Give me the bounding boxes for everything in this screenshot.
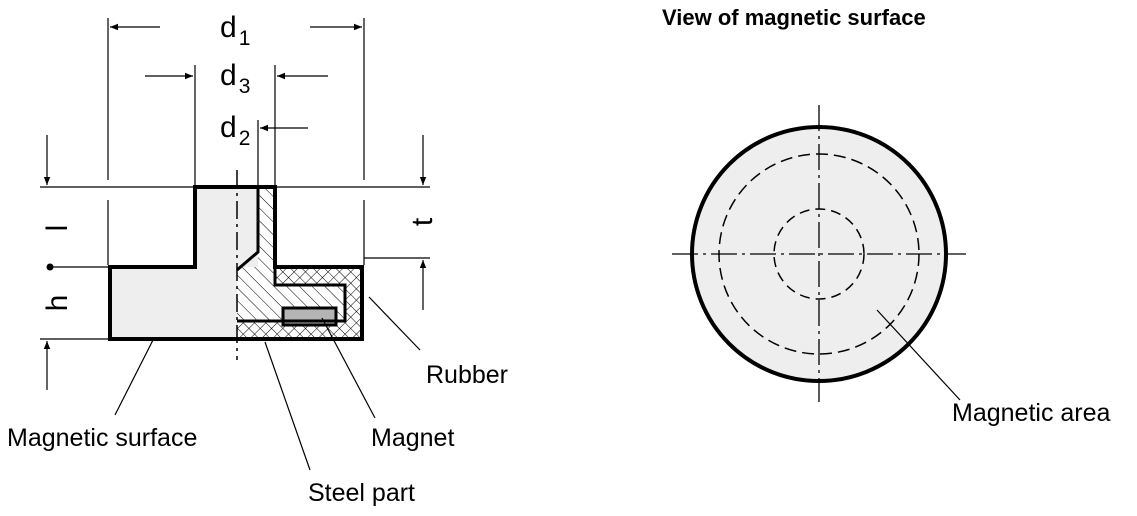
- leader-lines: [114, 296, 421, 471]
- stem-outline: [195, 187, 237, 267]
- dim-d1: d1: [220, 11, 250, 50]
- label-rubber: Rubber: [426, 361, 508, 389]
- dimension-arrows: [43, 23, 427, 390]
- base-outline: [110, 267, 237, 339]
- extension-lines: [40, 18, 430, 340]
- outer-outline: [108, 185, 364, 341]
- steel-part-region: [237, 187, 345, 321]
- steel-outline: [236, 187, 347, 323]
- magnetic-area-leader: [876, 309, 961, 401]
- label-magnet: Magnet: [371, 424, 454, 452]
- dimension-dot: [46, 263, 54, 271]
- dim-d2: d2: [220, 111, 250, 150]
- view-title: View of magnetic surface: [662, 5, 926, 30]
- dim-l: l: [41, 225, 74, 232]
- label-steel-part: Steel part: [308, 479, 415, 507]
- magnetic-surface-view: [672, 105, 966, 402]
- dim-t: t: [406, 217, 439, 226]
- dim-d3: d3: [220, 59, 250, 98]
- label-magnetic-surface: Magnetic surface: [7, 424, 197, 452]
- dim-h: h: [41, 295, 74, 312]
- label-magnetic-area: Magnetic area: [952, 399, 1111, 427]
- section-view: [108, 170, 364, 360]
